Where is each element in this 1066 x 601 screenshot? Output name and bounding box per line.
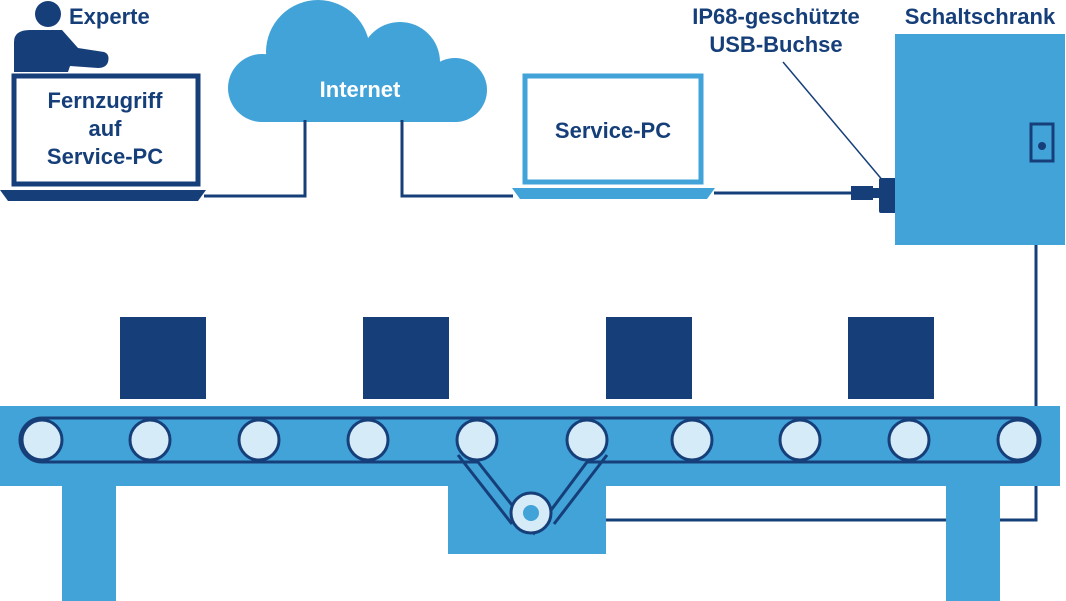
roller-5 — [455, 418, 499, 462]
product-box-3 — [606, 317, 692, 399]
cabinet-label: Schaltschrank — [905, 4, 1056, 29]
service-pc-laptop-icon — [512, 73, 715, 199]
remote-access-line1: Fernzugriff — [48, 88, 164, 113]
roller-10 — [996, 418, 1040, 462]
expert-person-icon — [14, 1, 109, 72]
conveyor — [0, 406, 1060, 601]
conveyor-rollers — [20, 418, 1040, 462]
roller-1 — [20, 418, 64, 462]
roller-8 — [778, 418, 822, 462]
internet-label: Internet — [320, 77, 401, 102]
internet-cloud-icon — [228, 0, 487, 122]
conveyor-leg-left — [62, 485, 116, 601]
drive-roller-icon — [509, 491, 553, 535]
product-box-4 — [848, 317, 934, 399]
roller-6 — [565, 418, 609, 462]
conveyor-belt — [18, 416, 1042, 536]
usb-callout-line — [782, 61, 885, 183]
roller-2 — [128, 418, 172, 462]
roller-9 — [887, 418, 931, 462]
remote-access-line3: Service-PC — [47, 144, 163, 169]
usb-socket-label-line2: USB-Buchse — [709, 32, 842, 57]
expert-laptop-icon — [0, 73, 206, 201]
remote-access-line2: auf — [89, 116, 123, 141]
roller-7 — [670, 418, 714, 462]
roller-4 — [346, 418, 390, 462]
usb-cable — [714, 186, 879, 200]
product-box-2 — [363, 317, 449, 399]
roller-3 — [237, 418, 281, 462]
network-cables — [204, 120, 513, 198]
usb-socket-label-line1: IP68-geschützte — [692, 4, 860, 29]
conveyor-leg-right — [946, 485, 1000, 601]
cabinet-cable — [606, 245, 1038, 522]
control-cabinet-icon — [895, 34, 1065, 245]
product-box-1 — [120, 317, 206, 399]
expert-label: Experte — [69, 4, 150, 29]
products — [120, 317, 934, 399]
service-pc-label: Service-PC — [555, 118, 671, 143]
usb-socket-icon — [879, 178, 897, 213]
